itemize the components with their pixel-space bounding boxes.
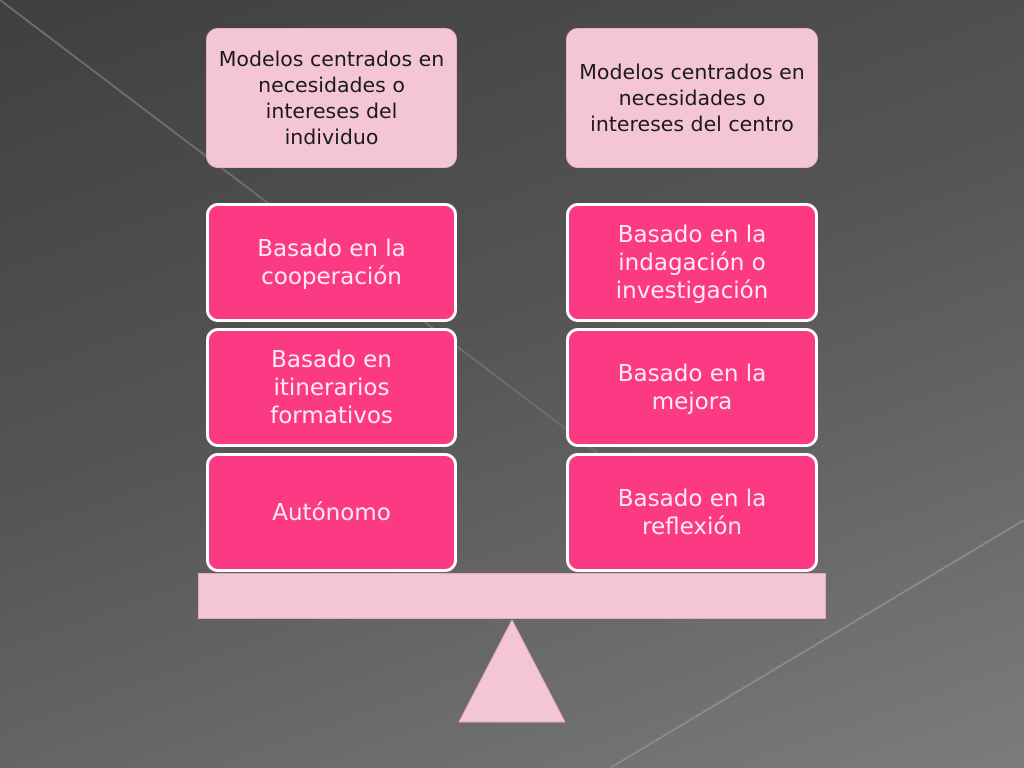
balance-beam xyxy=(198,573,826,619)
right-item-reflexion: Basado en la reflexión xyxy=(566,453,818,572)
left-item-autonomo: Autónomo xyxy=(206,453,457,572)
right-item-indagacion: Basado en la indagación o investigación xyxy=(566,203,818,322)
right-item-mejora: Basado en la mejora xyxy=(566,328,818,447)
right-column-header: Modelos centrados en necesidades o inter… xyxy=(566,28,818,168)
left-item-cooperacion: Basado en la cooperación xyxy=(206,203,457,322)
left-item-itinerarios: Basado en itinerarios formativos xyxy=(206,328,457,447)
left-column-header: Modelos centrados en necesidades o inter… xyxy=(206,28,457,168)
